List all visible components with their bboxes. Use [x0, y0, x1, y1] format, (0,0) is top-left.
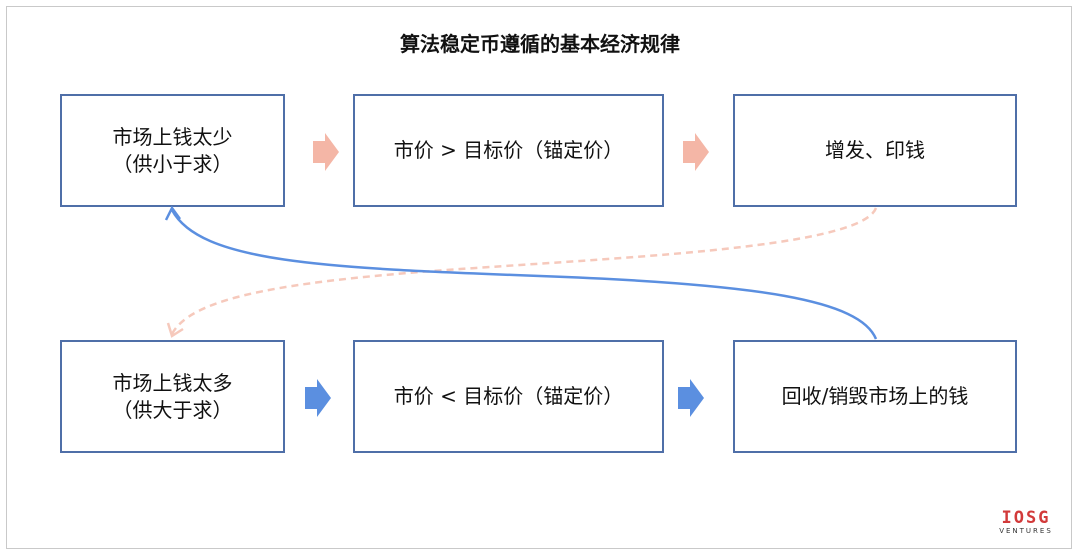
box-line: 增发、印钱: [825, 138, 925, 162]
arrow-right-icon: [678, 379, 704, 417]
blue-feedback-curve: [170, 209, 878, 340]
box-line: 市价 < 目标价（锚定价）: [393, 384, 624, 408]
logo-mark: IOSG: [1001, 508, 1051, 528]
box-issue-print-money: 增发、印钱: [733, 94, 1017, 207]
box-line: （供小于求）: [112, 151, 233, 176]
box-price-above-target: 市价 > 目标价（锚定价）: [353, 94, 664, 207]
box-recall-burn-money: 回收/销毁市场上的钱: [733, 340, 1017, 453]
box-line: （供大于求）: [112, 397, 233, 422]
box-price-below-target: 市价 < 目标价（锚定价）: [353, 340, 664, 453]
box-too-much-money: 市场上钱太多 （供大于求）: [60, 340, 285, 453]
diagram-title: 算法稳定币遵循的基本经济规律: [400, 32, 680, 56]
blue-arrowhead-icon: [164, 205, 182, 221]
iosg-logo: IOSG VENTURES: [990, 510, 1062, 536]
arrow-right-icon: [305, 379, 331, 417]
dashed-feedback-curve: [170, 207, 878, 335]
box-line: 市场上钱太多: [112, 370, 233, 395]
box-line: 市价 > 目标价（锚定价）: [393, 138, 624, 162]
box-line: 回收/销毁市场上的钱: [781, 384, 969, 408]
diagram-frame: [6, 6, 1072, 549]
dashed-arrowhead-icon: [166, 322, 184, 338]
arrow-right-icon: [313, 133, 339, 171]
arrow-right-icon: [683, 133, 709, 171]
logo-subtitle: VENTURES: [999, 527, 1053, 535]
box-too-little-money: 市场上钱太少 （供小于求）: [60, 94, 285, 207]
box-line: 市场上钱太少: [112, 124, 233, 149]
